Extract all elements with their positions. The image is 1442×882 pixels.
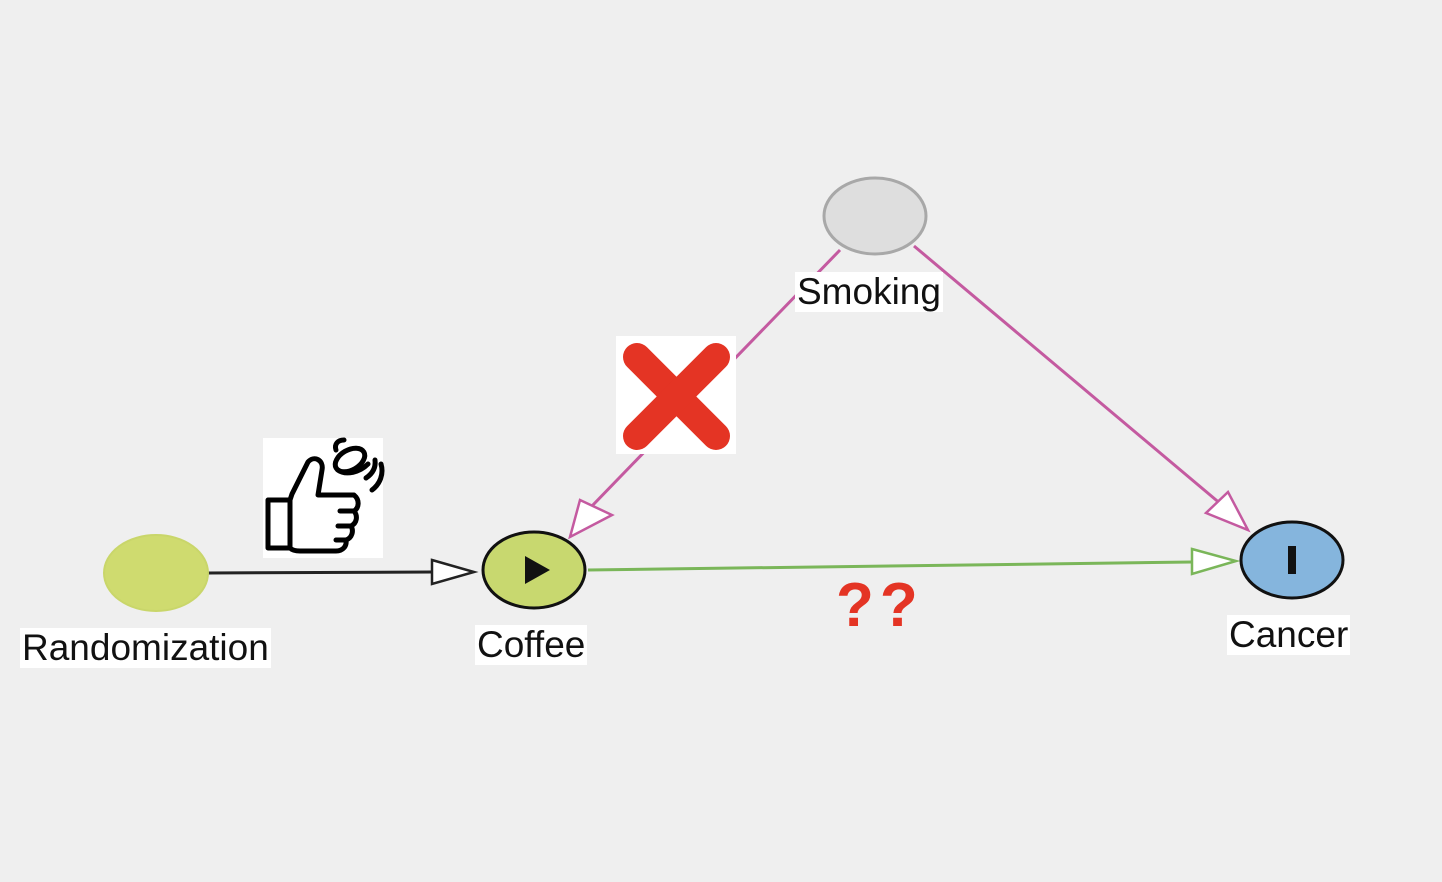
label-randomization: Randomization <box>20 627 271 668</box>
node-coffee[interactable] <box>481 530 587 610</box>
edge-randomization-coffee <box>207 558 479 586</box>
node-randomization[interactable] <box>103 534 209 612</box>
exposure-play-icon <box>525 556 550 584</box>
thumb-coin-flip-icon <box>263 437 385 558</box>
edge-coffee-cancer <box>587 547 1241 576</box>
outcome-bar-icon <box>1288 546 1296 574</box>
label-coffee: Coffee <box>475 624 588 665</box>
red-x-icon <box>616 336 736 454</box>
label-cancer: Cancer <box>1227 614 1351 655</box>
node-smoking[interactable] <box>822 176 928 256</box>
question-marks: ?? <box>836 571 924 640</box>
edge-smoking-cancer <box>913 244 1251 533</box>
node-cancer[interactable] <box>1239 520 1345 600</box>
label-smoking: Smoking <box>795 271 943 312</box>
